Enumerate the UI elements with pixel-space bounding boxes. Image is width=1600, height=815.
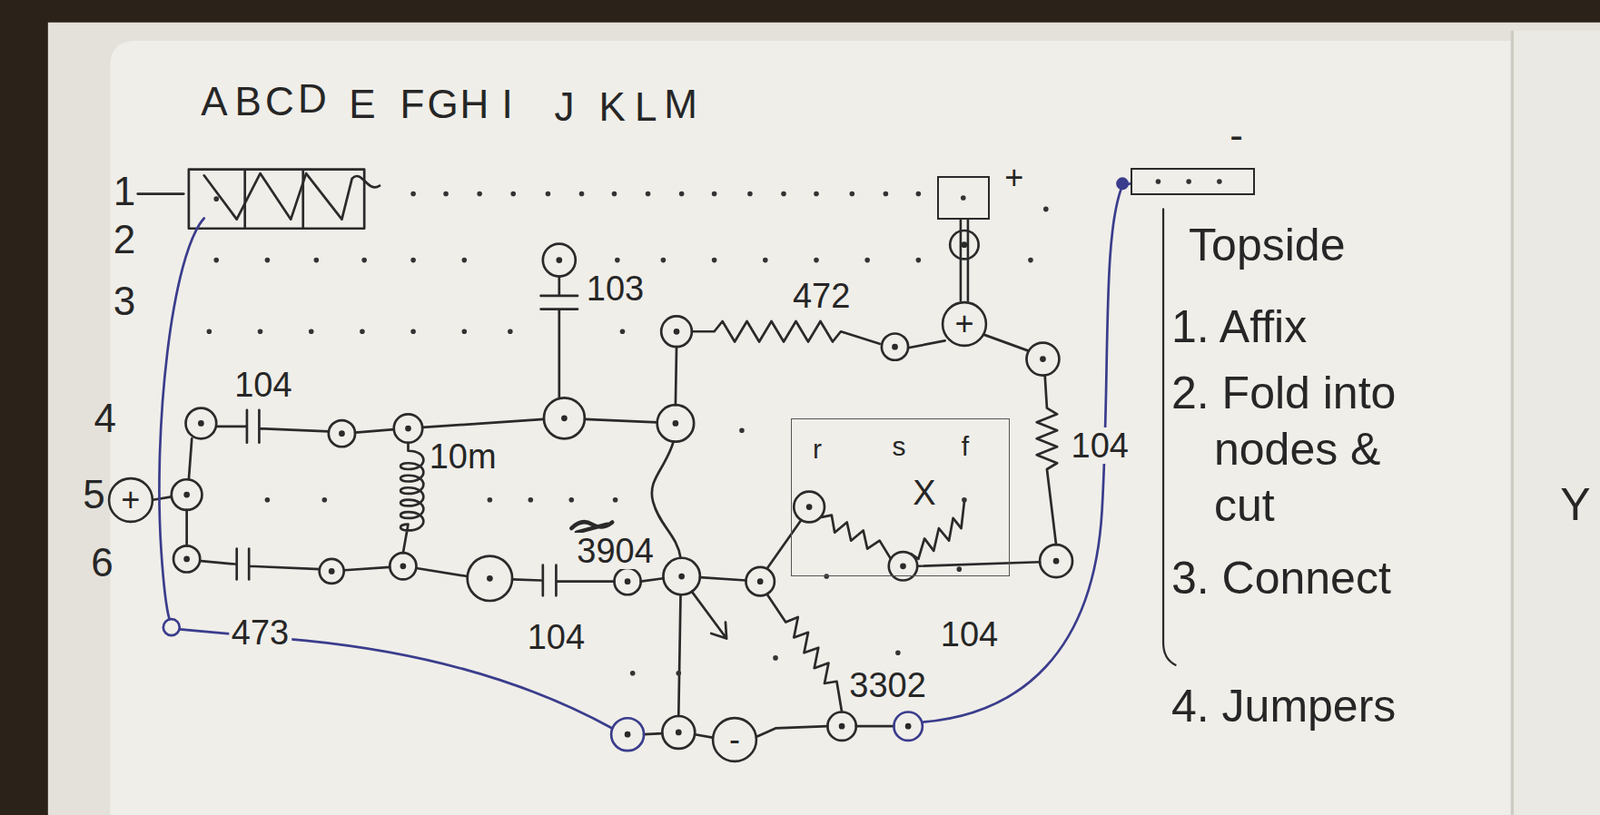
wire [675,346,677,405]
row-dash [138,192,185,196]
header-strip: - [1130,167,1255,195]
inductor-symbol [400,443,424,554]
resistor-value: 104 [1068,427,1132,465]
note-step: 4. Jumpers [1171,683,1396,730]
polarity-circle: + [940,300,988,348]
wire [641,578,664,582]
resistor-symbol [691,321,880,345]
right-page [1511,30,1600,815]
jumper-wire [158,218,204,621]
row-number: 4 [93,398,116,439]
pad-dots [187,245,1057,735]
transistor-part-number: 3904 [573,533,657,570]
left-page [109,40,1512,815]
row-number: 5 [82,474,105,515]
capacitor-symbol [200,549,319,581]
page-edge-letter: Y [1560,482,1591,528]
capacitor-value: 104 [524,619,588,656]
wire [917,562,1040,566]
pin-letter: r [812,435,822,464]
ink-wiring [138,169,1176,750]
column-letter: E [348,84,376,125]
note-heading: Topside [1188,222,1345,268]
polarity-circle: + [107,476,155,524]
wire [908,340,945,348]
capacitor-value: 473 [228,614,292,652]
wire [422,419,544,428]
note-step: 1. Affix [1171,304,1307,350]
row-number: 2 [113,219,136,260]
polarity-mark: - [729,723,741,757]
pin-letter: f [961,433,969,461]
column-letter: L [634,87,657,128]
column-letter: J [553,87,574,128]
polarity-circle: - [711,716,759,764]
jumper-wire [922,183,1131,722]
circle-outline [942,302,987,346]
wire [767,520,801,569]
polarity-mark: + [1004,161,1024,195]
circle-outline [712,718,757,762]
page-crease [1511,30,1514,815]
potentiometer-symbol [910,502,964,560]
blue-jumpers [158,178,1131,752]
scribble [571,522,613,534]
column-letter: C [265,81,295,122]
resistor-symbol [767,594,842,712]
polarity-mark: + [954,307,974,341]
wire [983,335,1028,352]
pad-square: + [937,176,990,219]
wire [700,577,747,581]
circle-outline [108,478,153,523]
capacitor-symbol [541,276,578,399]
row-number: 3 [113,281,136,322]
inductor-value: 10m [426,438,500,475]
header-zigzag [204,173,380,220]
wire [415,568,467,577]
wire [345,567,390,571]
pin-letter: s [891,433,906,461]
polarity-mark: + [120,483,140,517]
polarity-mark: - [1229,115,1244,156]
potentiometer-value: 104 [938,616,1001,653]
potentiometer-symbol [821,515,891,560]
resistor-value: 3302 [846,667,929,704]
note-step: 2. Fold into nodes & cut [1171,365,1431,534]
wire [153,496,172,500]
capacitor-symbol [512,565,614,597]
row-number: 1 [113,171,136,212]
column-letter: F [400,84,425,125]
capacitor-value: 104 [231,366,295,404]
note-step: 3. Connect [1171,555,1392,602]
wire [584,419,658,423]
grid-dots [208,181,1219,674]
capacitor-symbol [216,410,329,444]
column-letter: M [663,84,698,125]
column-letter: H [460,84,490,125]
column-letter: I [501,84,513,125]
emitter-arrow [691,592,727,640]
wire [355,429,395,433]
resistor-value: 472 [790,277,853,315]
jumper-pad [1116,178,1127,189]
column-letter: G [427,84,459,125]
capacitor-value: 103 [583,270,647,307]
wire [678,594,681,717]
column-letter: K [599,87,626,128]
row-number: 6 [90,543,113,583]
column-letter: D [297,79,327,119]
double-wire [960,219,968,302]
pin-letter: X [912,475,936,511]
back-pages [48,22,1600,815]
jumper-pad [163,619,180,636]
column-letter: A [200,81,228,122]
resistor-symbol [1037,375,1057,546]
column-letter: B [234,81,261,122]
potentiometer-outline: r s fX [790,418,1011,577]
